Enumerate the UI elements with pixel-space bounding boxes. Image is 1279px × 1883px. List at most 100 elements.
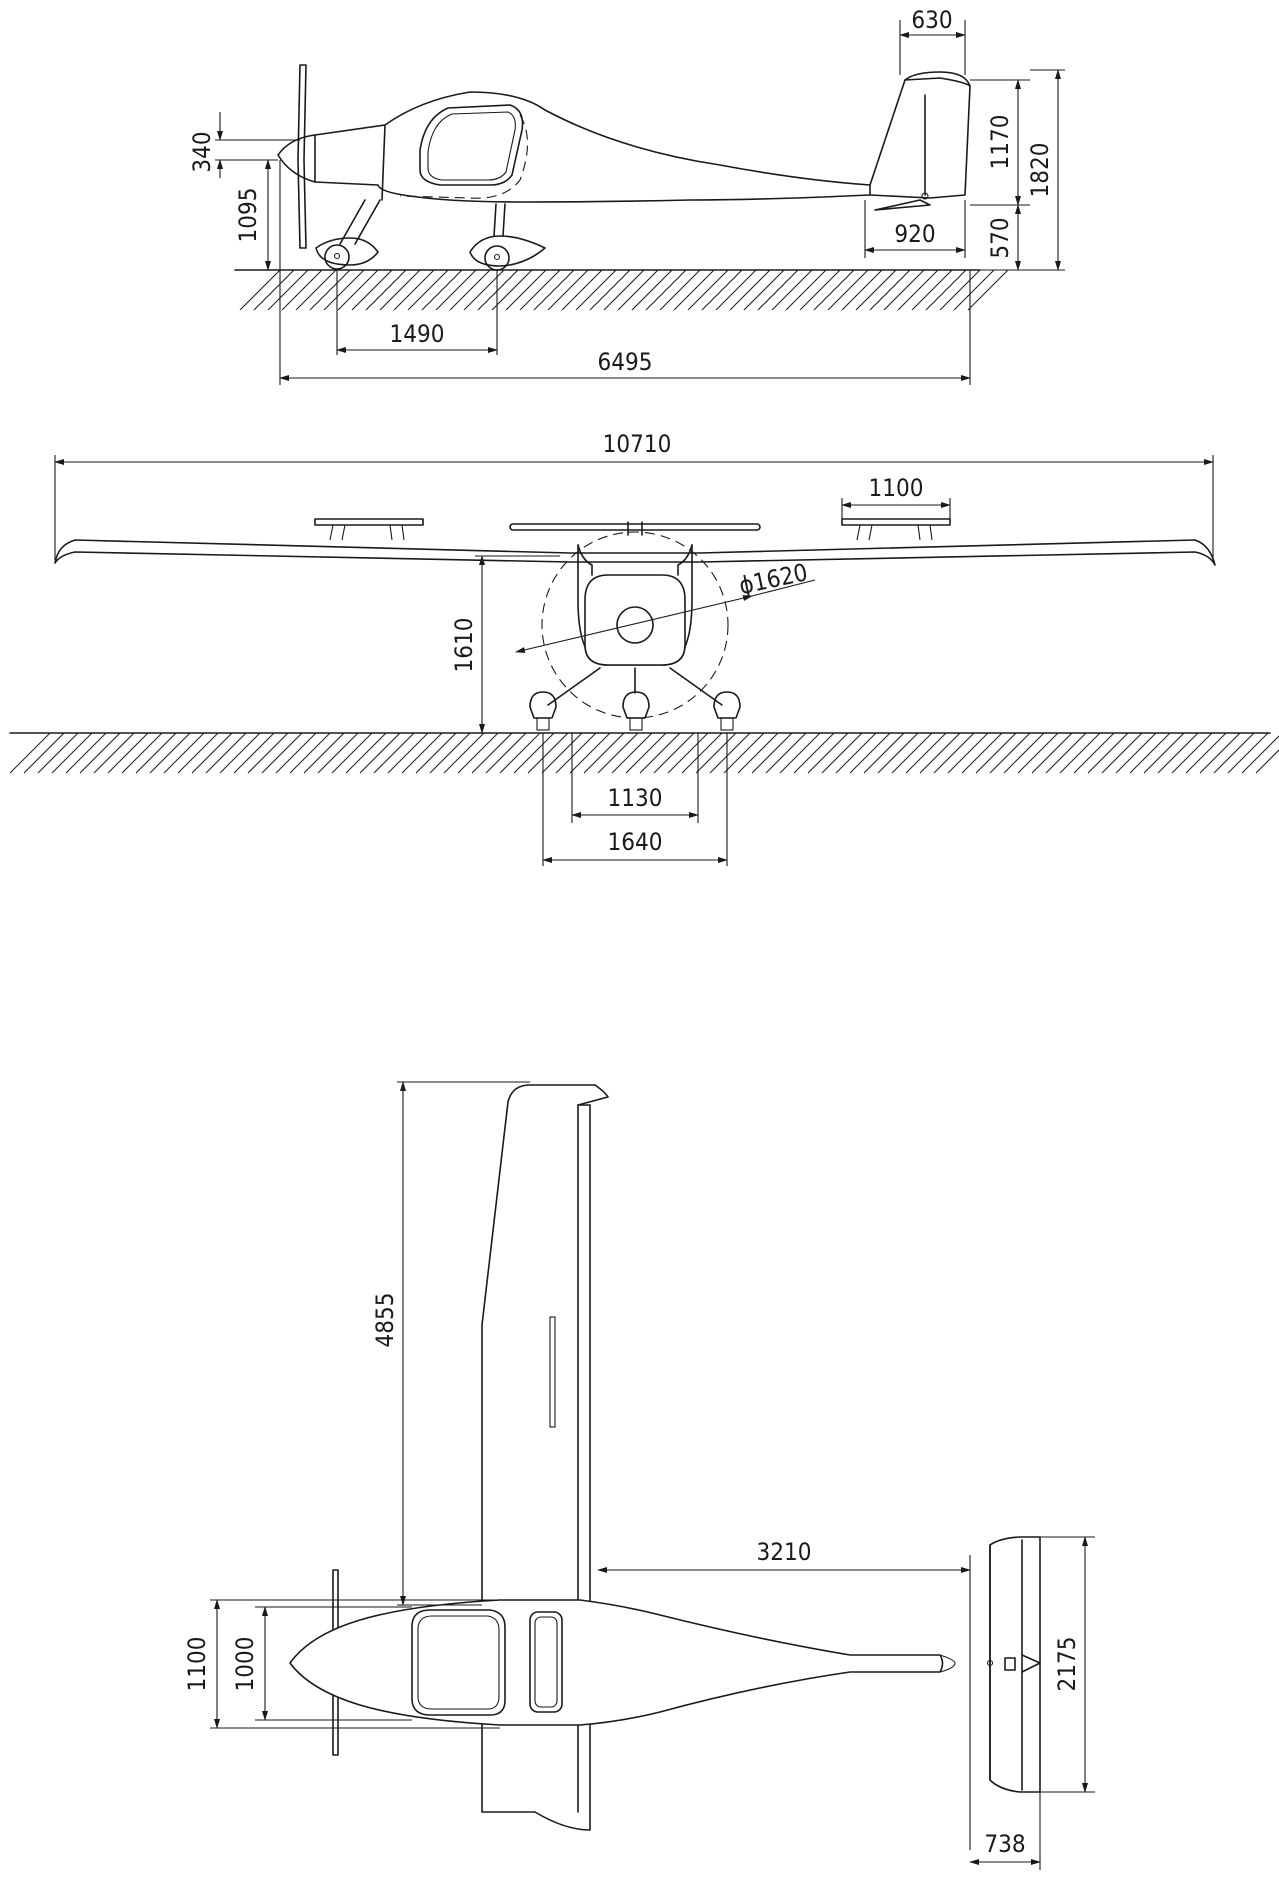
ground-hatch-line — [793, 732, 835, 774]
dim-fin-height: 1170 — [986, 115, 1014, 170]
ground-hatch-line — [373, 732, 415, 774]
ground-hatch-line — [191, 732, 233, 774]
dim-spinner-offset: 340 — [188, 131, 216, 172]
ground-hatch-line — [457, 732, 499, 774]
ground-hatch-line — [303, 732, 345, 774]
dim-fuselage-width-inner: 1000 — [231, 1637, 259, 1692]
ground-hatch-line — [401, 732, 443, 774]
ground-hatch-line — [975, 732, 1017, 774]
ground-hatch-line — [289, 732, 331, 774]
dim-length: 6495 — [598, 348, 653, 376]
ground-hatch-line — [471, 732, 513, 774]
side-propeller — [297, 64, 307, 249]
ground-hatch-line — [1241, 735, 1279, 774]
dim-gear-track: 1640 — [608, 828, 663, 856]
dim-fuselage-width-outer: 1100 — [183, 1637, 211, 1692]
ground-hatch-line — [723, 732, 765, 774]
ground-hatch-line — [877, 732, 919, 774]
ground-hatch-line — [505, 269, 547, 311]
ground-hatch-line — [93, 732, 135, 774]
ground-hatch-line — [575, 269, 617, 311]
ground-hatch-line — [253, 269, 295, 311]
ground-hatch-line — [1171, 732, 1213, 774]
ground-hatch-line — [771, 269, 813, 311]
dim-wing-semi-span: 4855 — [371, 1293, 399, 1348]
ground-hatch-line — [443, 732, 485, 774]
dim-prop-diameter: ϕ1620 — [737, 558, 810, 600]
ground-hatch-line — [407, 269, 449, 311]
ground-hatch-line — [947, 732, 989, 774]
ground-hatch-line — [561, 269, 603, 311]
ground-hatch-line — [827, 269, 869, 311]
dim-wing-to-tail: 3210 — [757, 1538, 812, 1566]
dim-aileron-span: 1100 — [869, 474, 924, 502]
ground-hatch-line — [1031, 732, 1073, 774]
ground-hatch-line — [519, 269, 561, 311]
ground-hatch-line — [821, 732, 863, 774]
dim-wing-height: 1610 — [450, 618, 478, 673]
ground-hatch-line — [681, 732, 723, 774]
front-landing-gear — [529, 667, 741, 731]
ground-hatch-line — [639, 732, 681, 774]
ground-hatch-line — [121, 732, 163, 774]
ground-hatch-line — [337, 269, 379, 311]
front-ground-hatch — [9, 732, 1279, 774]
ground-hatch-line — [785, 269, 827, 311]
ground-hatch-line — [317, 732, 359, 774]
ground-hatch-line — [149, 732, 191, 774]
ground-hatch-line — [701, 269, 743, 311]
ground-hatch-line — [1129, 732, 1171, 774]
ground-hatch-line — [1045, 732, 1087, 774]
ground-hatch-line — [835, 732, 877, 774]
ground-hatch-line — [1185, 732, 1227, 774]
ground-hatch-line — [583, 732, 625, 774]
ground-hatch-line — [415, 732, 457, 774]
ground-hatch-line — [589, 269, 631, 311]
ground-hatch-line — [267, 269, 309, 311]
ground-hatch-line — [933, 732, 975, 774]
dim-tail-base-height: 570 — [986, 217, 1014, 258]
ground-hatch-line — [751, 732, 793, 774]
ground-hatch-line — [625, 732, 667, 774]
ground-hatch-line — [379, 269, 421, 311]
ground-hatch-line — [485, 732, 527, 774]
ground-hatch-line — [961, 732, 1003, 774]
ground-hatch-line — [163, 732, 205, 774]
ground-hatch-line — [569, 732, 611, 774]
ground-hatch-line — [527, 732, 569, 774]
ground-hatch-line — [323, 269, 365, 311]
ground-hatch-line — [177, 732, 219, 774]
front-wing — [54, 518, 1216, 566]
ground-hatch-line — [421, 269, 463, 311]
ground-hatch-line — [863, 732, 905, 774]
ground-hatch-line — [891, 732, 933, 774]
ground-hatch-line — [429, 732, 471, 774]
ground-hatch-line — [897, 269, 939, 311]
ground-hatch-line — [135, 732, 177, 774]
ground-hatch-line — [1059, 732, 1101, 774]
ground-hatch-line — [765, 732, 807, 774]
dim-tail-span: 2175 — [1053, 1637, 1081, 1692]
top-dimensions: 4855 3210 1100 1000 2175 738 — [183, 1081, 1095, 1870]
ground-hatch-line — [239, 269, 281, 311]
ground-hatch-line — [841, 269, 883, 311]
ground-hatch-line — [1017, 732, 1059, 774]
ground-hatch-line — [653, 732, 695, 774]
ground-hatch-line — [1087, 732, 1129, 774]
ground-hatch-line — [1213, 732, 1255, 774]
ground-hatch-line — [611, 732, 653, 774]
front-dimensions: 10710 1100 1610 ϕ1620 1130 1640 — [54, 430, 1214, 866]
ground-hatch-line — [555, 732, 597, 774]
ground-hatch-line — [645, 269, 687, 311]
ground-hatch-line — [631, 269, 673, 311]
ground-hatch-line — [79, 732, 121, 774]
ground-hatch-line — [281, 269, 323, 311]
ground-hatch-line — [667, 732, 709, 774]
ground-hatch-line — [513, 732, 555, 774]
ground-hatch-line — [757, 269, 799, 311]
ground-hatch-line — [919, 732, 961, 774]
ground-hatch-line — [709, 732, 751, 774]
dim-wheelbase: 1490 — [390, 320, 445, 348]
ground-hatch-line — [309, 269, 351, 311]
